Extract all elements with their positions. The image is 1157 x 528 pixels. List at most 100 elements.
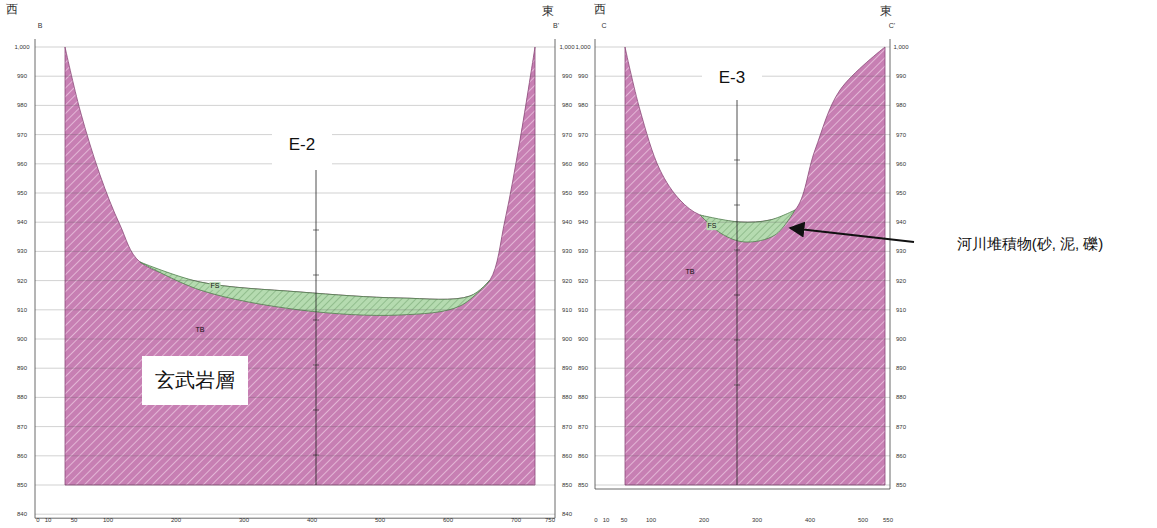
borehole-tick [734,250,740,251]
frame-line [890,39,891,489]
borehole-tick [734,385,740,386]
elevation-label: 890 [896,365,906,372]
unit-label: FS [210,282,221,290]
borehole-tick [313,455,319,456]
borehole-line [737,100,738,485]
borehole-tick [313,275,319,276]
distance-label: 400 [307,517,317,524]
elevation-label: 910 [562,307,572,314]
elevation-label: 860 [17,453,27,460]
elevation-label: 960 [896,161,906,168]
elevation-label: 1,000 [575,44,590,51]
elevation-gridline [595,455,890,456]
callout-arrow [790,228,914,242]
borehole-name-box: E-2 [272,124,332,166]
distance-label: 300 [752,517,762,524]
elevation-label: 990 [896,73,906,80]
elevation-label: 990 [578,73,588,80]
distance-label: 200 [171,517,181,524]
elevation-label: 910 [896,307,906,314]
elevation-label: 970 [896,131,906,138]
elevation-label: 870 [578,423,588,430]
elevation-label: 870 [896,423,906,430]
rock-name-box: 玄武岩層 [142,356,248,405]
elevation-label: 890 [562,365,572,372]
distance-label: 100 [646,517,656,524]
distance-label: 600 [443,517,453,524]
distance-label: 500 [858,517,868,524]
header-label: 西 [6,3,18,16]
header-label: 東 [542,5,554,18]
distance-label: 200 [699,517,709,524]
elevation-label: 940 [562,219,572,226]
elevation-gridline [595,105,890,106]
borehole-tick [734,205,740,206]
distance-label: 100 [103,517,113,524]
borehole-tick [313,230,319,231]
node-text: 玄武岩層 [142,367,248,394]
elevation-gridline [35,222,555,223]
elevation-gridline [35,280,555,281]
river-deposit [700,210,795,242]
elevation-label: 870 [17,423,27,430]
elevation-label: 950 [896,190,906,197]
distance-label: 300 [239,517,249,524]
callout-label: 河川堆積物(砂, 泥, 礫) [957,236,1104,253]
borehole-name-box: E-3 [702,57,762,99]
elevation-label: 940 [578,219,588,226]
elevation-label: 990 [17,73,27,80]
elevation-gridline [35,368,555,369]
distance-label: 550 [883,517,893,524]
node-text: E-3 [702,68,762,88]
elevation-label: 980 [17,102,27,109]
elevation-label: 980 [896,102,906,109]
elevation-gridline [35,339,555,340]
elevation-gridline [35,193,555,194]
elevation-label: 980 [578,102,588,109]
elevation-label: 850 [17,482,27,489]
elevation-gridline [595,134,890,135]
elevation-label: 840 [17,511,27,518]
elevation-gridline [595,251,890,252]
elevation-label: 990 [562,73,572,80]
elevation-label: 910 [578,307,588,314]
unit-label: TB [195,326,206,334]
elevation-label: 860 [578,453,588,460]
elevation-label: 890 [578,365,588,372]
distance-label: 10 [603,517,610,524]
elevation-label: 940 [896,219,906,226]
elevation-label: 960 [17,161,27,168]
elevation-label: 860 [562,453,572,460]
elevation-label: 1,000 [14,44,29,51]
elevation-label: 900 [896,336,906,343]
distance-label: 50 [621,517,628,524]
borehole-tick [313,365,319,366]
elevation-label: 900 [17,336,27,343]
distance-label: 50 [71,517,78,524]
elevation-label: 980 [562,102,572,109]
distance-label: 500 [375,517,385,524]
elevation-label: 950 [578,190,588,197]
elevation-label: 1,000 [559,44,574,51]
elevation-gridline [35,397,555,398]
borehole-tick [313,410,319,411]
header-label: C' [889,22,895,30]
elevation-label: 930 [17,248,27,255]
elevation-label: 930 [896,248,906,255]
borehole-line [316,170,317,485]
basalt-layer [625,47,885,485]
elevation-gridline [35,76,555,77]
elevation-label: 860 [896,453,906,460]
borehole-tick [734,160,740,161]
frame-line [555,39,556,518]
elevation-gridline [35,105,555,106]
header-label: B' [553,22,559,30]
elevation-label: 880 [562,394,572,401]
elevation-gridline [35,485,555,486]
elevation-label: 870 [562,423,572,430]
unit-label: TB [685,268,696,276]
elevation-label: 960 [578,161,588,168]
unit-label: FS [707,222,718,230]
elevation-gridline [595,47,890,48]
